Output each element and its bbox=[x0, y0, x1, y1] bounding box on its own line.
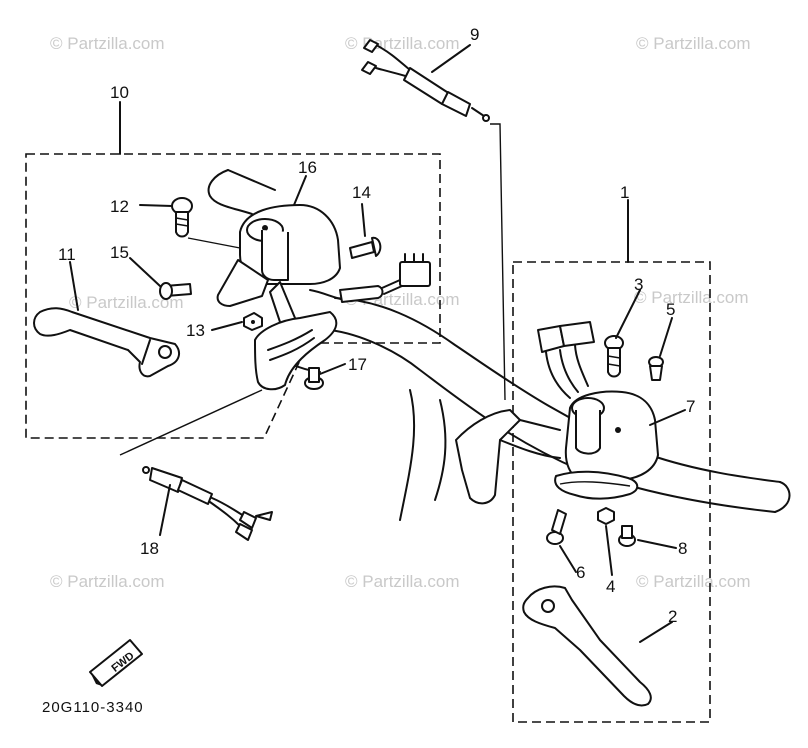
callout-17: 17 bbox=[348, 355, 367, 374]
callouts: 1 2 3 4 5 6 7 8 9 10 11 12 13 14 15 16 1… bbox=[58, 25, 695, 626]
callout-11: 11 bbox=[58, 245, 76, 264]
wire-connector-left bbox=[381, 253, 431, 295]
fwd-arrow-icon: FWD bbox=[89, 639, 143, 687]
callout-18: 18 bbox=[140, 539, 159, 558]
callout-7: 7 bbox=[686, 397, 695, 416]
cable-18 bbox=[142, 466, 273, 541]
nut-13 bbox=[243, 312, 263, 331]
watermark: © Partzilla.com bbox=[634, 288, 749, 307]
left-switch-assembly bbox=[216, 204, 384, 391]
leader-lines bbox=[69, 44, 686, 643]
callout-9: 9 bbox=[470, 25, 479, 44]
right-switch-assembly bbox=[554, 390, 659, 500]
callout-4: 4 bbox=[606, 577, 615, 596]
watermark: © Partzilla.com bbox=[69, 293, 184, 312]
right-brake-lever bbox=[522, 585, 652, 707]
screw-17 bbox=[304, 367, 324, 390]
watermark: © Partzilla.com bbox=[636, 572, 751, 591]
right-bracket bbox=[455, 409, 561, 505]
nut-4 bbox=[597, 507, 615, 525]
watermark: © Partzilla.com bbox=[50, 572, 165, 591]
screw-3 bbox=[604, 335, 624, 378]
callout-14: 14 bbox=[352, 183, 371, 202]
screw-15 bbox=[159, 282, 192, 300]
wire-connector-right bbox=[537, 321, 595, 399]
assembly-box-right bbox=[512, 261, 711, 723]
callout-2: 2 bbox=[668, 607, 677, 626]
screw-14 bbox=[349, 236, 382, 259]
part-code: 20G110-3340 bbox=[42, 699, 144, 716]
left-brake-lever bbox=[33, 307, 181, 378]
callout-6: 6 bbox=[576, 563, 585, 582]
callout-5: 5 bbox=[666, 300, 675, 319]
callout-10: 10 bbox=[110, 83, 129, 102]
watermark: © Partzilla.com bbox=[636, 34, 751, 53]
callout-15: 15 bbox=[110, 243, 129, 262]
screw-8 bbox=[618, 525, 636, 547]
callout-3: 3 bbox=[634, 275, 643, 294]
callout-8: 8 bbox=[678, 539, 687, 558]
watermark: © Partzilla.com bbox=[345, 572, 460, 591]
screw-5 bbox=[648, 356, 664, 381]
cable-9 bbox=[361, 39, 490, 122]
callout-13: 13 bbox=[186, 321, 205, 340]
screw-6 bbox=[546, 509, 567, 545]
watermarks: © Partzilla.com © Partzilla.com © Partzi… bbox=[50, 34, 751, 591]
callout-12: 12 bbox=[110, 197, 129, 216]
screw-12 bbox=[171, 197, 193, 238]
callout-16: 16 bbox=[298, 158, 317, 177]
watermark: © Partzilla.com bbox=[50, 34, 165, 53]
callout-1: 1 bbox=[620, 183, 629, 202]
watermark: © Partzilla.com bbox=[345, 34, 460, 53]
